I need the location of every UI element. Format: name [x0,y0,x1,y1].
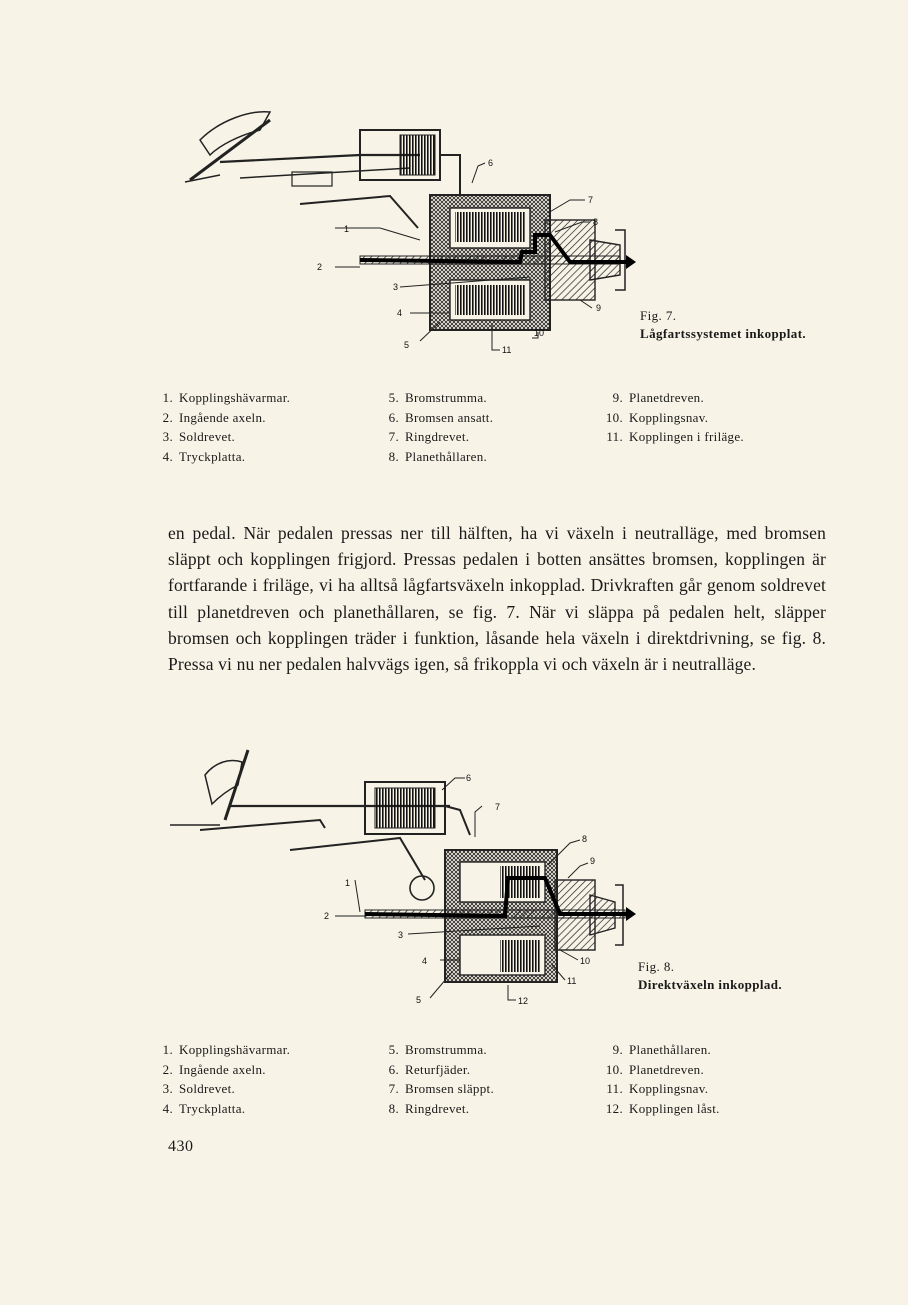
fig8-label-2: 2 [324,911,329,921]
legend-item: 8.Planethållaren. [388,448,488,464]
legend-item: 5.Bromstrumma. [388,390,487,405]
figure-7-diagram: 6 7 8 1 2 3 4 5 9 10 11 [160,100,650,370]
legend-item: 8.Ringdrevet. [388,1100,470,1116]
legend-item: 2.Ingående axeln. [162,409,266,425]
fig7-label-1: 1 [344,224,349,234]
fig8-label-12: 12 [518,996,528,1006]
fig7-label-3: 3 [393,282,398,292]
fig8-label-3: 3 [398,930,403,940]
fig7-label-5: 5 [404,340,409,350]
fig8-label-4: 4 [422,956,427,966]
fig7-label-2: 2 [317,262,322,272]
legend-item: 3.Soldrevet. [162,429,236,444]
fig7-label-4: 4 [397,308,402,318]
figure-8-caption: Fig. 8. Direktväxeln inkopplad. [638,958,782,994]
legend-item: 2.Ingående axeln. [162,1061,266,1077]
fig8-label-9: 9 [590,856,595,866]
fig7-label-8: 8 [593,217,598,227]
fig7-label-11: 11 [502,345,511,355]
fig7-label-7: 7 [588,195,593,205]
legend-item: 6.Bromsen ansatt. [388,409,494,425]
legend-item: 7.Ringdrevet. [388,429,470,444]
legend-item: 3.Soldrevet. [162,1081,236,1096]
figure-8-legend: 1.Kopplingshävarmar. 2.Ingående axeln. 3… [150,1040,830,1120]
figure-7-number: Fig. 7. [640,308,677,323]
body-paragraph: en pedal. När pedalen pressas ner till h… [168,523,826,675]
fig7-label-10: 10 [534,328,544,338]
legend-item: 10.Planetdreven. [605,1061,705,1077]
legend-item: 7.Bromsen släppt. [388,1081,494,1096]
figure-7-caption: Fig. 7. Lågfartssystemet inkopplat. [640,307,806,343]
legend-item: 9.Planethållaren. [612,1042,712,1057]
fig8-label-11: 11 [567,976,576,986]
legend-item: 12.Kopplingen låst. [605,1100,720,1116]
fig7-label-9: 9 [596,303,601,313]
legend-item: 1.Kopplingshävarmar. [162,390,291,405]
figure-8-number: Fig. 8. [638,959,675,974]
legend-item: 11.Kopplingsnav. [606,1081,709,1096]
legend-item: 11.Kopplingen i friläge. [606,429,744,444]
figure-7-title: Lågfartssystemet inkopplat. [640,326,807,341]
legend-item: 10.Kopplingsnav. [605,409,709,425]
legend-item: 1.Kopplingshävarmar. [162,1042,291,1057]
legend-item: 5.Bromstrumma. [388,1042,487,1057]
page-number: 430 [168,1138,194,1155]
figure-7-legend: 1.Kopplingshävarmar. 2.Ingående axeln. 3… [150,388,830,468]
legend-item: 9.Planetdreven. [612,390,705,405]
fig7-label-6: 6 [488,158,493,168]
fig8-label-5: 5 [416,995,421,1005]
fig8-label-6: 6 [466,773,471,783]
legend-item: 4.Tryckplatta. [162,448,246,464]
fig8-label-7: 7 [495,802,500,812]
fig8-label-1: 1 [345,878,350,888]
figure-8-diagram: 6 7 8 9 1 2 3 4 5 10 11 12 [160,740,650,1020]
fig8-label-8: 8 [582,834,587,844]
fig8-label-10: 10 [580,956,590,966]
legend-item: 4.Tryckplatta. [162,1100,246,1116]
legend-item: 6.Returfjäder. [388,1061,471,1077]
figure-8-title: Direktväxeln inkopplad. [638,977,783,992]
